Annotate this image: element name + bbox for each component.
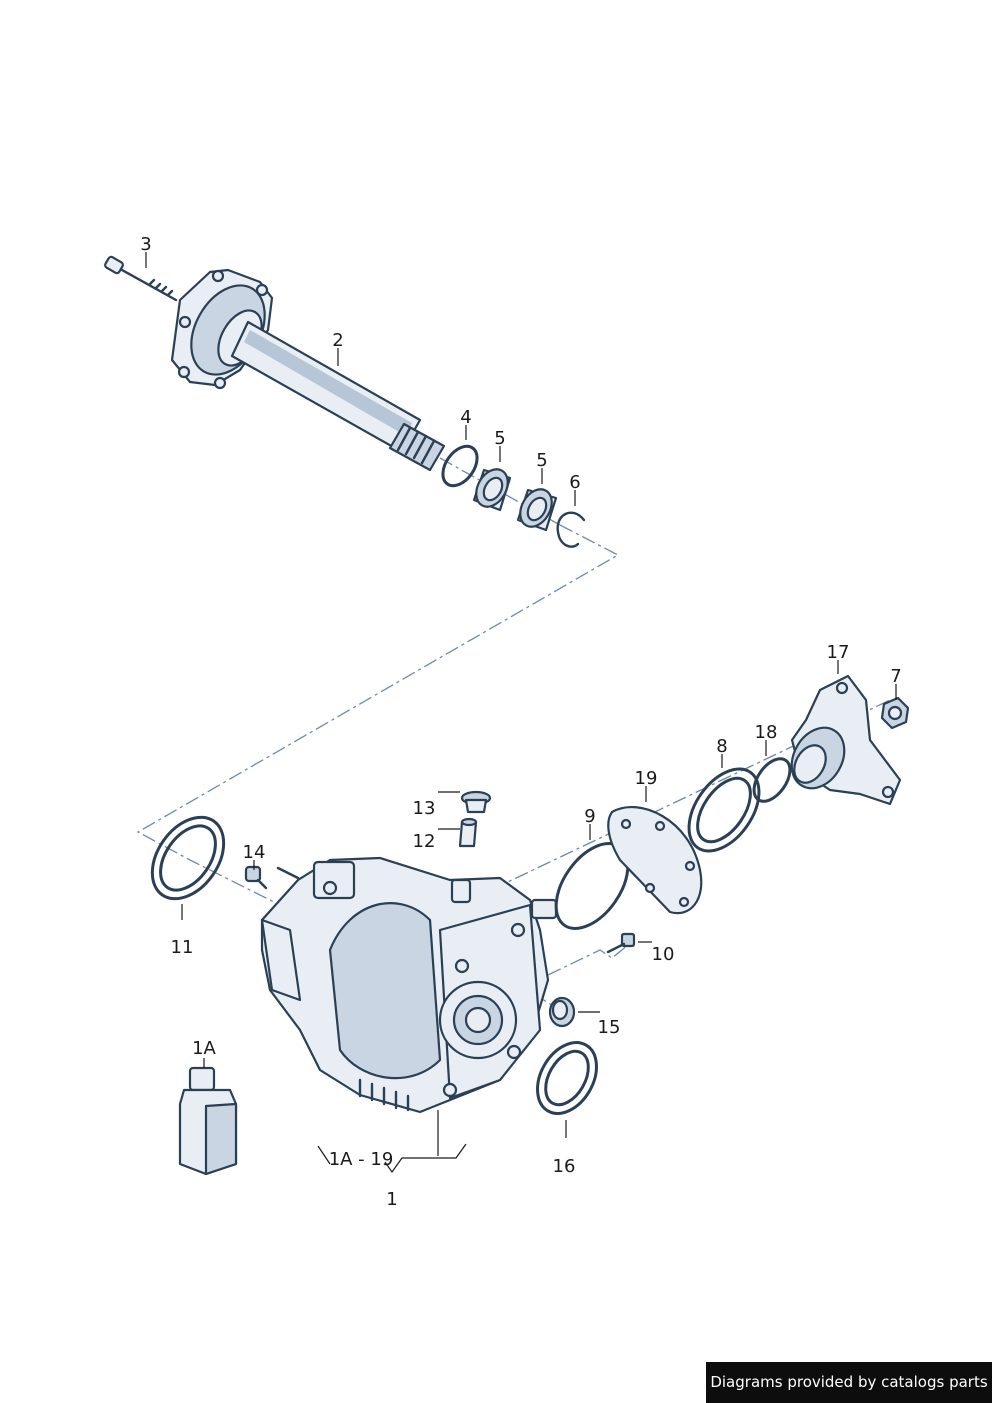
gasket-part-19[interactable]	[607, 806, 703, 915]
needle-bearing-part-5b[interactable]	[514, 484, 558, 533]
label-8: 8	[716, 736, 727, 757]
bolt-part-10[interactable]	[606, 932, 636, 954]
label-15: 15	[598, 1017, 621, 1038]
label-5b: 5	[536, 450, 547, 471]
screw-plug-part-14[interactable]	[244, 865, 268, 890]
circlip-part-6[interactable]	[556, 511, 586, 548]
label-13: 13	[413, 798, 436, 819]
leader-lines	[145, 252, 897, 1174]
oil-bottle-part-1a[interactable]	[178, 1066, 238, 1176]
seal-ring-part-11[interactable]	[138, 804, 239, 912]
label-4: 4	[460, 407, 471, 428]
label-3: 3	[140, 234, 151, 255]
seal-ring-part-16[interactable]	[525, 1032, 608, 1124]
bolt-part-3[interactable]	[104, 255, 178, 302]
snap-ring-part-4[interactable]	[436, 440, 484, 492]
drive-flange-part-17[interactable]	[781, 674, 902, 806]
washer-part-18[interactable]	[747, 752, 797, 807]
label-10: 10	[652, 944, 675, 965]
label-12: 12	[413, 831, 436, 852]
label-16: 16	[553, 1156, 576, 1177]
sleeve-part-12[interactable]	[458, 817, 478, 848]
label-18: 18	[755, 722, 778, 743]
label-2: 2	[332, 330, 343, 351]
label-1a: 1A	[192, 1038, 216, 1059]
label-6: 6	[569, 472, 580, 493]
label-7: 7	[890, 666, 901, 687]
label-19: 19	[635, 768, 658, 789]
label-17: 17	[827, 642, 850, 663]
seal-ring-part-8[interactable]	[675, 756, 774, 863]
label-14: 14	[243, 842, 266, 863]
needle-bearing-part-5a[interactable]	[470, 464, 514, 513]
cap-part-13[interactable]	[460, 790, 492, 814]
label-5a: 5	[494, 428, 505, 449]
cap-part-15[interactable]	[548, 996, 576, 1028]
label-1a-19: 1A - 19	[329, 1149, 394, 1170]
gearbox-housing-part-1[interactable]	[260, 856, 558, 1114]
part-number-labels: 3 2 4 5 5 6 17 7 8 18 19 9 13 12 14 11 1…	[140, 234, 901, 1210]
label-9: 9	[584, 806, 595, 827]
flange-shaft-part-2[interactable]	[170, 268, 446, 472]
nut-part-7[interactable]	[880, 696, 910, 730]
label-1: 1	[386, 1189, 397, 1210]
label-11: 11	[171, 937, 194, 958]
credit-banner: Diagrams provided by catalogs parts	[706, 1362, 992, 1403]
